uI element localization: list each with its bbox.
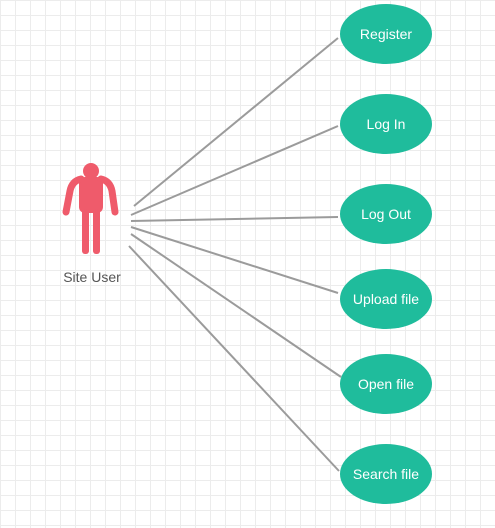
connector-search-file bbox=[128, 245, 340, 472]
use-case-ellipse bbox=[340, 94, 432, 154]
use-case-upload-file[interactable]: Upload file bbox=[340, 269, 432, 329]
connectors bbox=[128, 37, 342, 472]
use-case-search-file[interactable]: Search file bbox=[340, 444, 432, 504]
use-case-label: Register bbox=[360, 26, 412, 42]
use-case-open-file[interactable]: Open file bbox=[340, 354, 432, 414]
use-case-ellipse bbox=[340, 4, 432, 64]
connector-upload-file bbox=[130, 226, 339, 294]
use-case-label: Open file bbox=[358, 376, 414, 392]
connector-register bbox=[133, 37, 339, 207]
actor-label: Site User bbox=[63, 269, 121, 285]
use-case-label: Upload file bbox=[353, 291, 419, 307]
connector-log-out bbox=[130, 216, 339, 222]
person-icon bbox=[62, 163, 119, 254]
use-case-label: Log Out bbox=[361, 206, 411, 222]
actor-site-user: Site User bbox=[62, 163, 121, 285]
use-case-ellipse bbox=[340, 354, 432, 414]
connector-log-in bbox=[130, 125, 339, 216]
use-case-label: Log In bbox=[367, 116, 406, 132]
connector-open-file bbox=[130, 233, 342, 378]
use-case-label: Search file bbox=[353, 466, 419, 482]
use-case-register[interactable]: Register bbox=[340, 4, 432, 64]
use-case-ellipse bbox=[340, 269, 432, 329]
use-case-ellipse bbox=[340, 444, 432, 504]
use-case-log-in[interactable]: Log In bbox=[340, 94, 432, 154]
use-case-log-out[interactable]: Log Out bbox=[340, 184, 432, 244]
use-cases: Register Log In Log Out Upload file Open… bbox=[340, 4, 432, 504]
use-case-ellipse bbox=[340, 184, 432, 244]
